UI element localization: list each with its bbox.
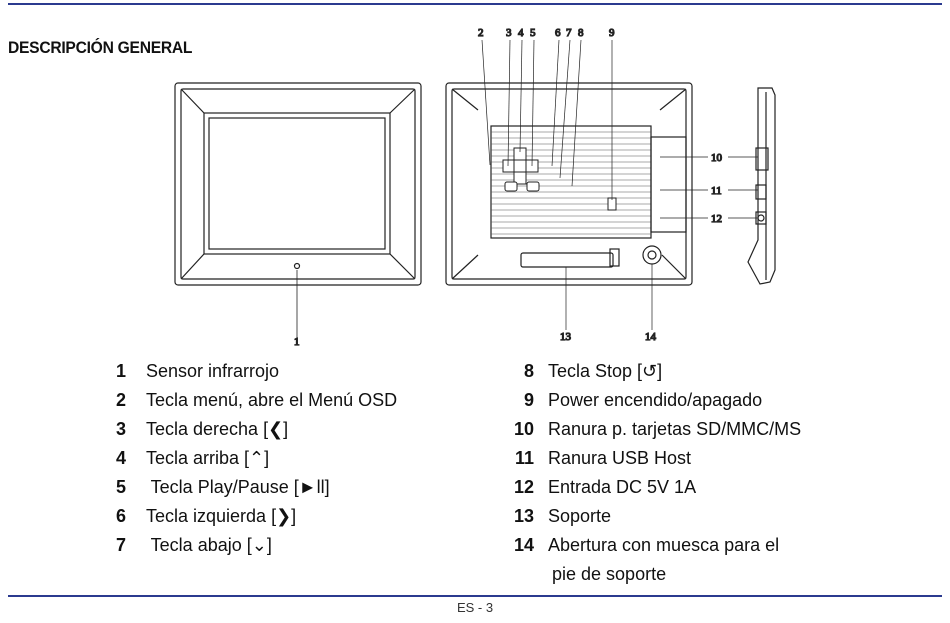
item-number: 7 [115, 535, 126, 555]
top-rule [8, 3, 942, 5]
item-label: Power encendido/apagado [548, 390, 763, 410]
item-number: 12 [513, 477, 534, 497]
list-item: 11 Ranura USB Host [500, 444, 801, 473]
list-item-continuation: pie de soporte [552, 564, 667, 584]
callout-1: 1 [294, 336, 300, 348]
callout-9: 9 [609, 27, 615, 39]
item-number: 2 [115, 390, 126, 410]
list-item: 3 Tecla derecha [❮] [108, 415, 397, 444]
item-label: Ranura p. tarjetas SD/MMC/MS [548, 419, 802, 439]
item-label: Ranura USB Host [548, 448, 692, 468]
list-item: 2 Tecla menú, abre el Menú OSD [108, 386, 397, 415]
item-label: Tecla izquierda [❯] [146, 506, 297, 526]
list-item: 10 Ranura p. tarjetas SD/MMC/MS [500, 415, 801, 444]
device-diagram: 1 2 3 4 5 6 7 8 9 10 11 12 13 14 [174, 26, 776, 349]
callout-14: 14 [645, 331, 657, 343]
item-number: 14 [513, 535, 534, 555]
list-item: 12 Entrada DC 5V 1A [500, 473, 801, 502]
list-item: 14 Abertura con muesca para el [500, 531, 801, 560]
callout-7: 7 [566, 27, 572, 39]
back-view [445, 39, 758, 330]
item-label: Sensor infrarrojo [146, 361, 280, 381]
callout-4: 4 [518, 27, 524, 39]
callout-5: 5 [530, 27, 536, 39]
callout-2: 2 [478, 27, 484, 39]
list-item: 1 Sensor infrarrojo [108, 357, 397, 386]
list-item: 7 Tecla abajo [⌄] [108, 531, 397, 560]
bottom-rule [8, 595, 942, 597]
callout-8: 8 [578, 27, 584, 39]
front-view [174, 82, 422, 338]
item-number: 4 [115, 448, 126, 468]
page-number: ES - 3 [456, 600, 494, 615]
callout-13: 13 [560, 331, 572, 343]
item-number: 11 [514, 448, 534, 468]
callout-12: 12 [711, 213, 722, 225]
ir-sensor-icon [293, 262, 301, 270]
item-number: 1 [115, 361, 126, 381]
callout-11: 11 [711, 185, 722, 197]
item-number: 6 [115, 506, 126, 526]
item-label: Abertura con muesca para el [548, 535, 780, 555]
list-item: 4 Tecla arriba [⌃] [108, 444, 397, 473]
item-number: 13 [513, 506, 534, 526]
item-number: 9 [523, 390, 534, 410]
list-item: 5 Tecla Play/Pause [►ll] [108, 473, 397, 502]
item-number: 3 [115, 419, 126, 439]
side-view [747, 87, 776, 285]
item-number: 8 [523, 361, 534, 381]
item-label: Tecla derecha [❮] [146, 419, 289, 439]
item-number: 5 [115, 477, 126, 497]
list-item: 13 Soporte [500, 502, 801, 531]
list-item: 6 Tecla izquierda [❯] [108, 502, 397, 531]
left-legend-list: 1 Sensor infrarrojo 2 Tecla menú, abre el … [108, 357, 397, 560]
item-label: Tecla Stop [↺] [548, 361, 663, 381]
item-label: Soporte [548, 506, 612, 526]
callout-10: 10 [711, 152, 723, 164]
callout-3: 3 [506, 27, 512, 39]
right-legend-list: 8 Tecla Stop [↺] 9 Power encendido/apagado… [500, 357, 801, 589]
item-label: Tecla abajo [⌄] [146, 535, 272, 555]
callout-6: 6 [555, 27, 561, 39]
item-label: Tecla menú, abre el Menú OSD [146, 390, 398, 410]
item-label: Entrada DC 5V 1A [548, 477, 697, 497]
item-label: Tecla Play/Pause [►ll] [146, 477, 330, 497]
list-item: 9 Power encendido/apagado [500, 386, 801, 415]
item-label: Tecla arriba [⌃] [146, 448, 270, 468]
section-title: DESCRIPCIÓN GENERAL [8, 38, 193, 57]
item-number: 10 [513, 419, 534, 439]
list-item: 8 Tecla Stop [↺] [500, 357, 801, 386]
